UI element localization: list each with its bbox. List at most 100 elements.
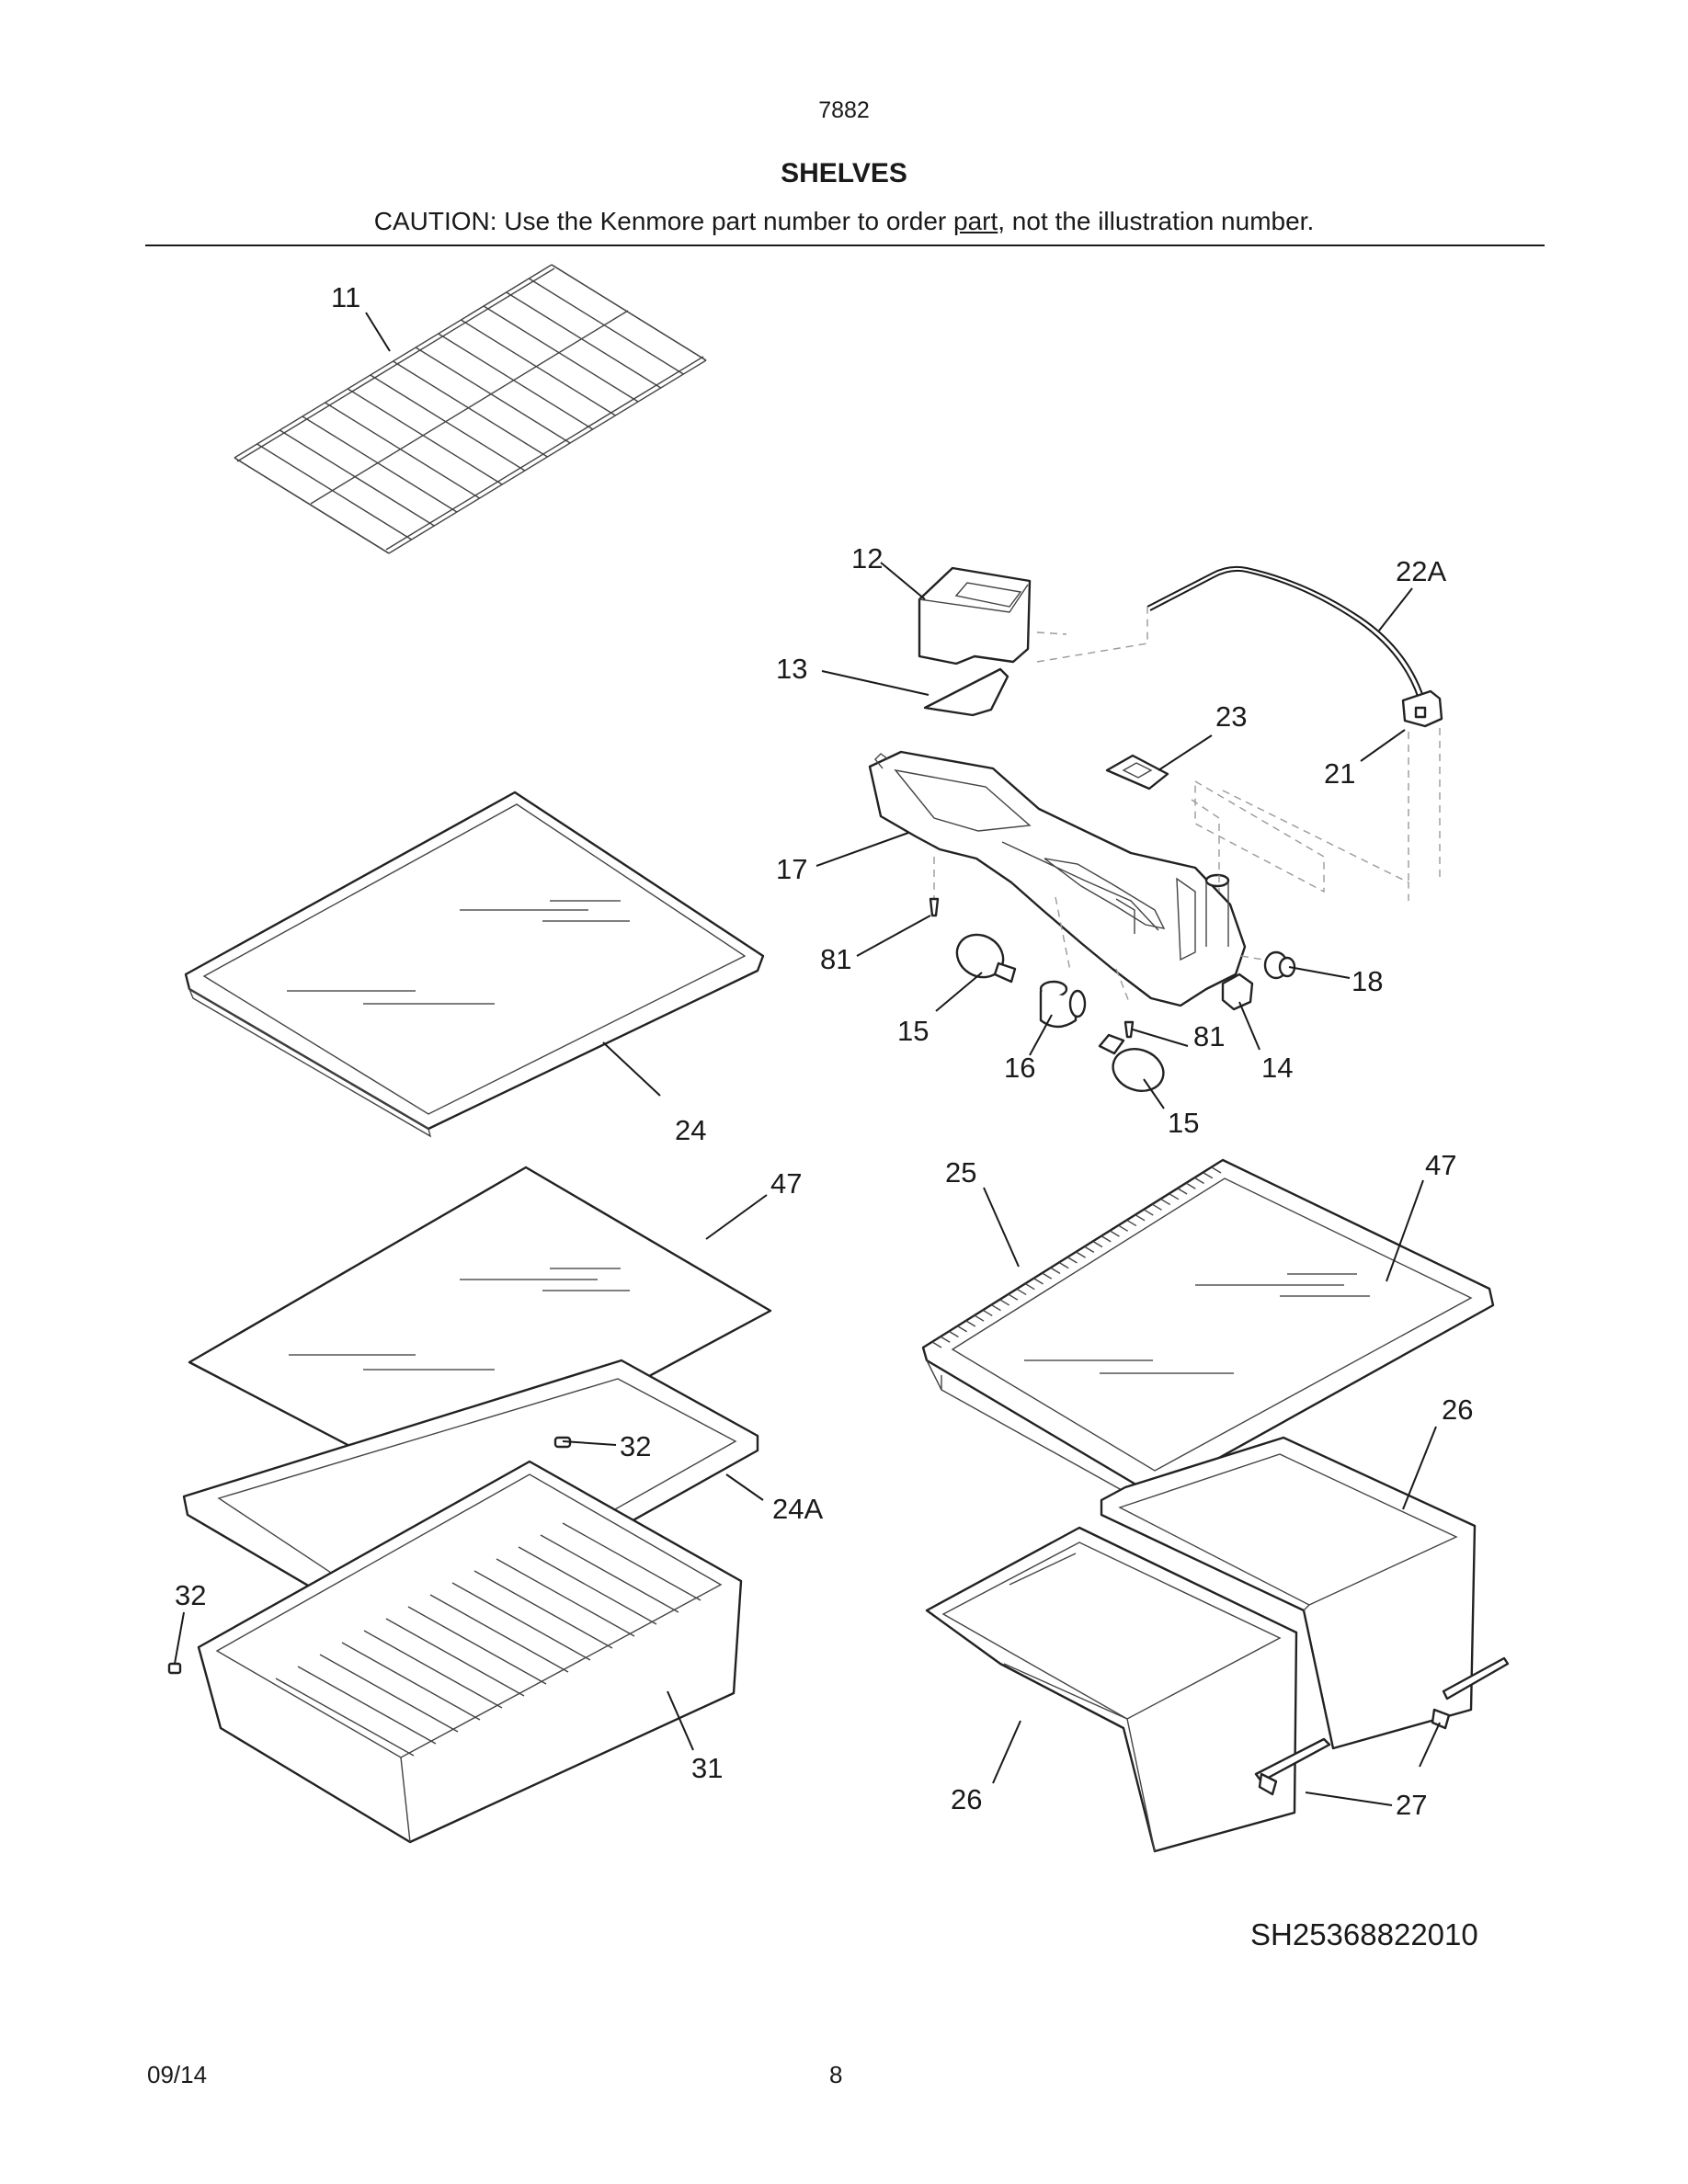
light-lens-part <box>923 667 1009 717</box>
vent-slot <box>1033 1278 1044 1285</box>
vent-slot <box>1169 1193 1180 1200</box>
shelf-rung <box>551 264 707 361</box>
callout-25: 25 <box>945 1156 976 1189</box>
pan-rib <box>540 1534 679 1613</box>
vent-slot <box>1135 1214 1146 1222</box>
light-housing-part <box>868 750 1247 1007</box>
vent-slot <box>1024 1283 1035 1291</box>
shelf-rung <box>506 291 662 389</box>
pan-rib <box>341 1642 481 1721</box>
vent-slot <box>1110 1230 1120 1237</box>
shelf-rung <box>347 388 503 485</box>
wire-harness-part <box>1146 565 1424 700</box>
caution-underlined-word: part <box>953 207 998 235</box>
callout-21: 21 <box>1324 757 1355 790</box>
shelf-rung <box>325 402 480 499</box>
drawer-slide-parts <box>1254 1656 1510 1796</box>
screw-parts <box>929 897 1135 1039</box>
callout-16: 16 <box>1004 1052 1035 1084</box>
shelf-rung <box>279 429 435 527</box>
vent-slot <box>1152 1203 1162 1211</box>
vent-slot <box>940 1336 951 1343</box>
wire-shelf-part <box>234 264 707 554</box>
vent-slot <box>1067 1257 1078 1264</box>
figure-identifier: SH25368822010 <box>1250 1917 1478 1951</box>
knob-part <box>1263 950 1296 980</box>
callout-17: 17 <box>776 853 807 885</box>
vent-slot <box>1050 1267 1061 1274</box>
callout-32-upper: 32 <box>620 1430 651 1462</box>
callout-26-upper: 26 <box>1442 1393 1473 1426</box>
callout-11: 11 <box>331 281 360 313</box>
crisper-drawer-back-part <box>1100 1436 1477 1750</box>
shelf-rung <box>415 347 571 444</box>
vent-slot <box>999 1299 1010 1306</box>
vent-slot <box>931 1341 942 1348</box>
callout-13: 13 <box>776 653 807 685</box>
glass-panel-left-part <box>188 1166 772 1493</box>
crisper-drawer-front-part <box>925 1526 1298 1853</box>
callout-31: 31 <box>691 1752 723 1784</box>
vent-slot <box>1101 1235 1112 1243</box>
light-bulb-parts <box>955 933 1165 1092</box>
vent-slot <box>957 1325 967 1333</box>
pan-rib <box>275 1678 415 1757</box>
pan-rib <box>407 1606 547 1685</box>
pan-rib <box>363 1630 503 1709</box>
shelf-with-vents-part <box>921 1158 1495 1509</box>
model-number: 7882 <box>818 97 870 123</box>
shelf-rung <box>370 374 526 472</box>
callout-47-right: 47 <box>1425 1149 1456 1181</box>
pan-rib <box>518 1546 657 1625</box>
caution-text-post: , not the illustration number. <box>998 207 1315 235</box>
leader-lines <box>174 312 1441 1806</box>
vent-slot <box>991 1304 1001 1312</box>
pan-rib <box>562 1522 701 1601</box>
callout-32-lower: 32 <box>175 1579 206 1611</box>
vent-slot <box>1084 1246 1095 1253</box>
vent-slot <box>1076 1251 1086 1258</box>
vent-slot <box>1118 1224 1129 1232</box>
vent-slot <box>1160 1198 1171 1206</box>
revision-date: 09/14 <box>147 2061 208 2088</box>
page-number: 8 <box>829 2061 843 2088</box>
pan-rib <box>319 1654 459 1733</box>
vent-slot <box>1016 1288 1027 1296</box>
callout-81-upper: 81 <box>820 943 851 975</box>
header-rule <box>145 245 1545 246</box>
vent-slot <box>1008 1293 1019 1301</box>
shelf-rung <box>234 457 390 554</box>
pan-rib <box>473 1570 613 1649</box>
vent-slot <box>1058 1262 1069 1269</box>
pan-rib <box>429 1594 569 1673</box>
shelf-rung <box>302 415 458 513</box>
vent-slot <box>949 1330 959 1338</box>
callout-15-right: 15 <box>1168 1107 1199 1139</box>
crisper-pan-left-part <box>167 1460 743 1844</box>
pan-rib <box>496 1558 635 1637</box>
pan-rib <box>297 1666 437 1745</box>
caution-note: CAUTION: Use the Kenmore part number to … <box>0 207 1688 236</box>
callout-81-lower: 81 <box>1193 1020 1225 1052</box>
callout-24A: 24A <box>772 1493 823 1525</box>
shelf-rung <box>438 333 594 430</box>
callout-47-left: 47 <box>770 1167 802 1200</box>
vent-slot <box>1126 1219 1137 1227</box>
light-housing-cap-part <box>918 566 1032 665</box>
page-title: SHELVES <box>781 158 907 188</box>
callout-labels: 11 12 22A 13 23 21 17 81 18 15 81 16 14 … <box>175 281 1473 1821</box>
shelf-rung <box>483 305 639 403</box>
callout-23: 23 <box>1215 700 1247 733</box>
callout-26-lower: 26 <box>951 1783 982 1815</box>
vent-slot <box>1177 1188 1188 1195</box>
vent-slot <box>1092 1241 1103 1248</box>
vent-slot <box>982 1309 993 1317</box>
vent-slot <box>1203 1172 1214 1179</box>
callout-24: 24 <box>675 1114 706 1146</box>
switch-board-part <box>1105 754 1169 791</box>
shelf-rung <box>257 443 413 540</box>
shelf-rung <box>393 360 548 458</box>
vent-slot <box>1186 1182 1196 1189</box>
vent-slot <box>974 1314 985 1322</box>
